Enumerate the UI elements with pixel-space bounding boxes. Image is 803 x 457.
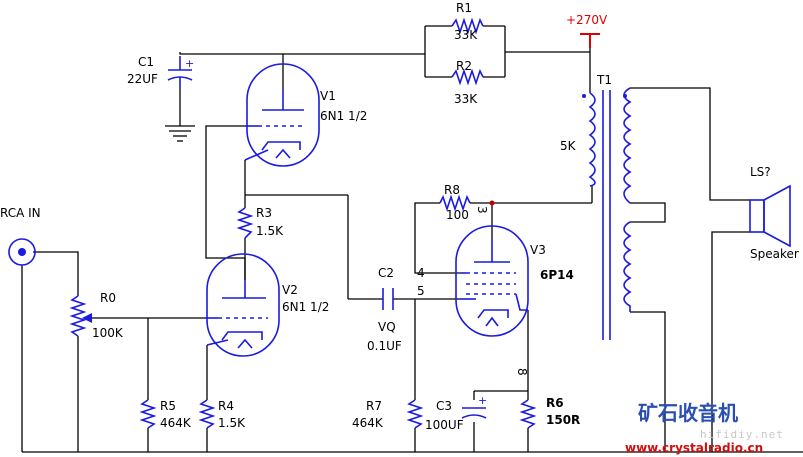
c1-value: 22UF xyxy=(127,72,158,86)
wires xyxy=(21,25,803,453)
r7-resistor xyxy=(406,399,424,429)
r8-ref: R8 xyxy=(444,183,460,197)
r4-resistor xyxy=(198,399,216,429)
brand-url: www.crystalradio.cn xyxy=(625,441,763,455)
t1-transformer xyxy=(582,87,632,340)
rca-label: RCA IN xyxy=(0,206,41,220)
speaker-label: Speaker xyxy=(750,247,799,261)
c1-polarity: + xyxy=(185,57,194,70)
c2-value: VQ xyxy=(378,320,396,334)
v2-tube xyxy=(204,253,280,357)
t1-ref: T1 xyxy=(596,73,612,87)
pin-4: 4 xyxy=(417,266,425,280)
c3-value: 100UF xyxy=(425,418,464,432)
brand-logo-text: 矿石收音机 xyxy=(638,401,738,425)
c3-polarity: + xyxy=(478,394,487,407)
r0-value: 100K xyxy=(92,326,124,340)
supply-voltage: +270V xyxy=(566,13,608,27)
pin-8: 8 xyxy=(515,368,529,376)
r0-ref: R0 xyxy=(100,291,116,305)
v1-tube xyxy=(244,63,320,167)
c1-capacitor xyxy=(167,56,193,88)
r2-value: 33K xyxy=(454,92,478,106)
r1-resistor xyxy=(451,17,484,35)
c3-capacitor xyxy=(461,400,487,422)
speaker-ref: LS? xyxy=(750,165,771,179)
r1-ref: R1 xyxy=(456,1,472,15)
r5-resistor xyxy=(139,399,157,429)
v2-type: 6N1 1/2 xyxy=(282,300,329,314)
c2-value2: 0.1UF xyxy=(367,339,402,353)
r2-ref: R2 xyxy=(456,59,472,73)
v1-ref: V1 xyxy=(320,89,336,103)
watermark: hifidiy.net xyxy=(700,428,784,441)
r3-resistor xyxy=(236,207,254,239)
v3-ref: V3 xyxy=(530,243,546,257)
r6-value: 150R xyxy=(546,413,580,427)
supply-terminal xyxy=(580,33,600,48)
pin-5: 5 xyxy=(417,284,425,298)
c2-capacitor xyxy=(382,288,394,310)
r4-value: 1.5K xyxy=(218,416,246,430)
r8-value: 100 xyxy=(446,208,469,222)
r7-value: 464K xyxy=(352,416,384,430)
r6-ref: R6 xyxy=(546,396,564,410)
pin-3: 3 xyxy=(475,206,489,214)
r8-resistor xyxy=(439,194,471,212)
v1-type: 6N1 1/2 xyxy=(320,109,367,123)
r0-potentiometer xyxy=(69,295,92,337)
r5-ref: R5 xyxy=(160,399,176,413)
r4-ref: R4 xyxy=(218,399,234,413)
r2-resistor xyxy=(451,68,484,86)
c2-ref: C2 xyxy=(378,266,394,280)
rca-jack xyxy=(8,238,36,266)
c1-ref: C1 xyxy=(138,55,154,69)
r3-ref: R3 xyxy=(256,206,272,220)
r6-resistor xyxy=(519,399,537,429)
t1-impedance: 5K xyxy=(560,139,577,153)
c3-ref: C3 xyxy=(436,399,452,413)
r1-value: 33K xyxy=(454,28,478,42)
speaker xyxy=(749,184,791,248)
r3-value: 1.5K xyxy=(256,224,284,238)
r7-ref: R7 xyxy=(366,399,382,413)
v3-tube xyxy=(455,225,529,337)
v2-ref: V2 xyxy=(282,283,298,297)
junction-dot xyxy=(489,200,495,206)
r5-value: 464K xyxy=(160,416,192,430)
v3-type: 6P14 xyxy=(540,268,574,282)
